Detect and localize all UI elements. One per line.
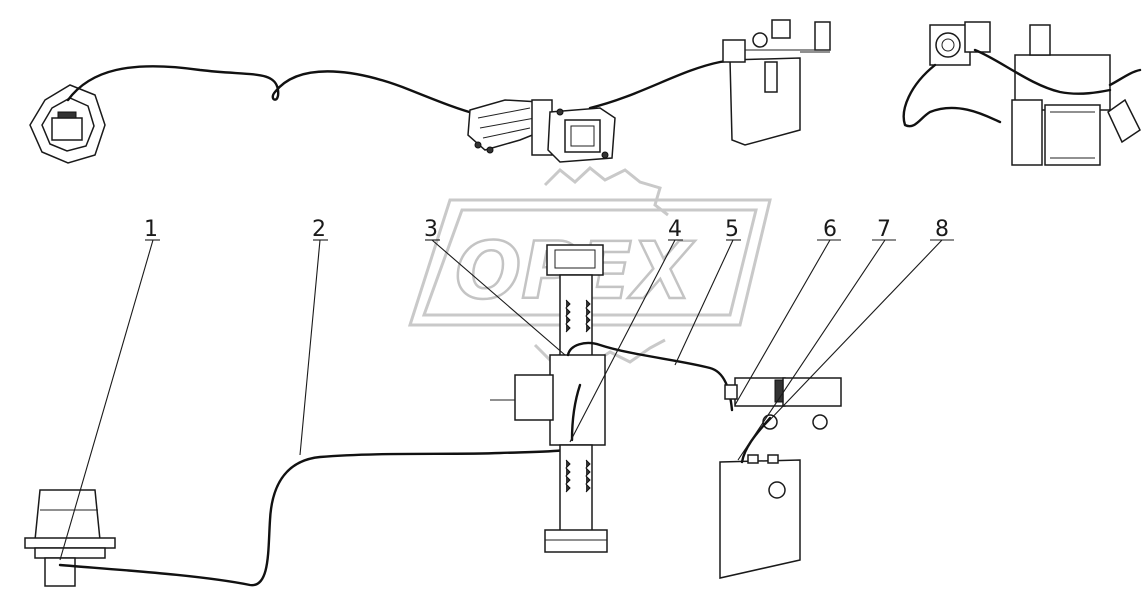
callout-4: 4 (668, 217, 682, 242)
swivel-to-valve-hose (566, 341, 734, 412)
bottom-hose (58, 448, 567, 587)
callout-2: 2 (312, 217, 326, 242)
top-hydraulic-tank (722, 19, 831, 146)
callout-numbers: 1 2 3 4 5 6 7 8 (144, 217, 949, 242)
center-swivel-column (490, 244, 608, 553)
callout-leaders (59, 239, 954, 561)
bottom-hydraulic-tank (719, 416, 801, 579)
swivel-inner-hose (570, 383, 582, 442)
callout-5: 5 (725, 217, 739, 242)
callout-3: 3 (424, 217, 438, 242)
top-hose-right (588, 60, 740, 110)
top-hose-left (66, 65, 482, 117)
callout-1: 1 (144, 217, 158, 242)
bottom-left-motor (24, 489, 116, 587)
top-left-flange-fitting (29, 84, 106, 164)
callout-8: 8 (935, 217, 949, 242)
callout-6: 6 (823, 217, 837, 242)
valve-block-assembly (724, 377, 842, 430)
callout-7: 7 (877, 217, 891, 242)
pump-gearbox-assembly (467, 99, 616, 163)
top-right-motor-assembly (902, 21, 1142, 166)
